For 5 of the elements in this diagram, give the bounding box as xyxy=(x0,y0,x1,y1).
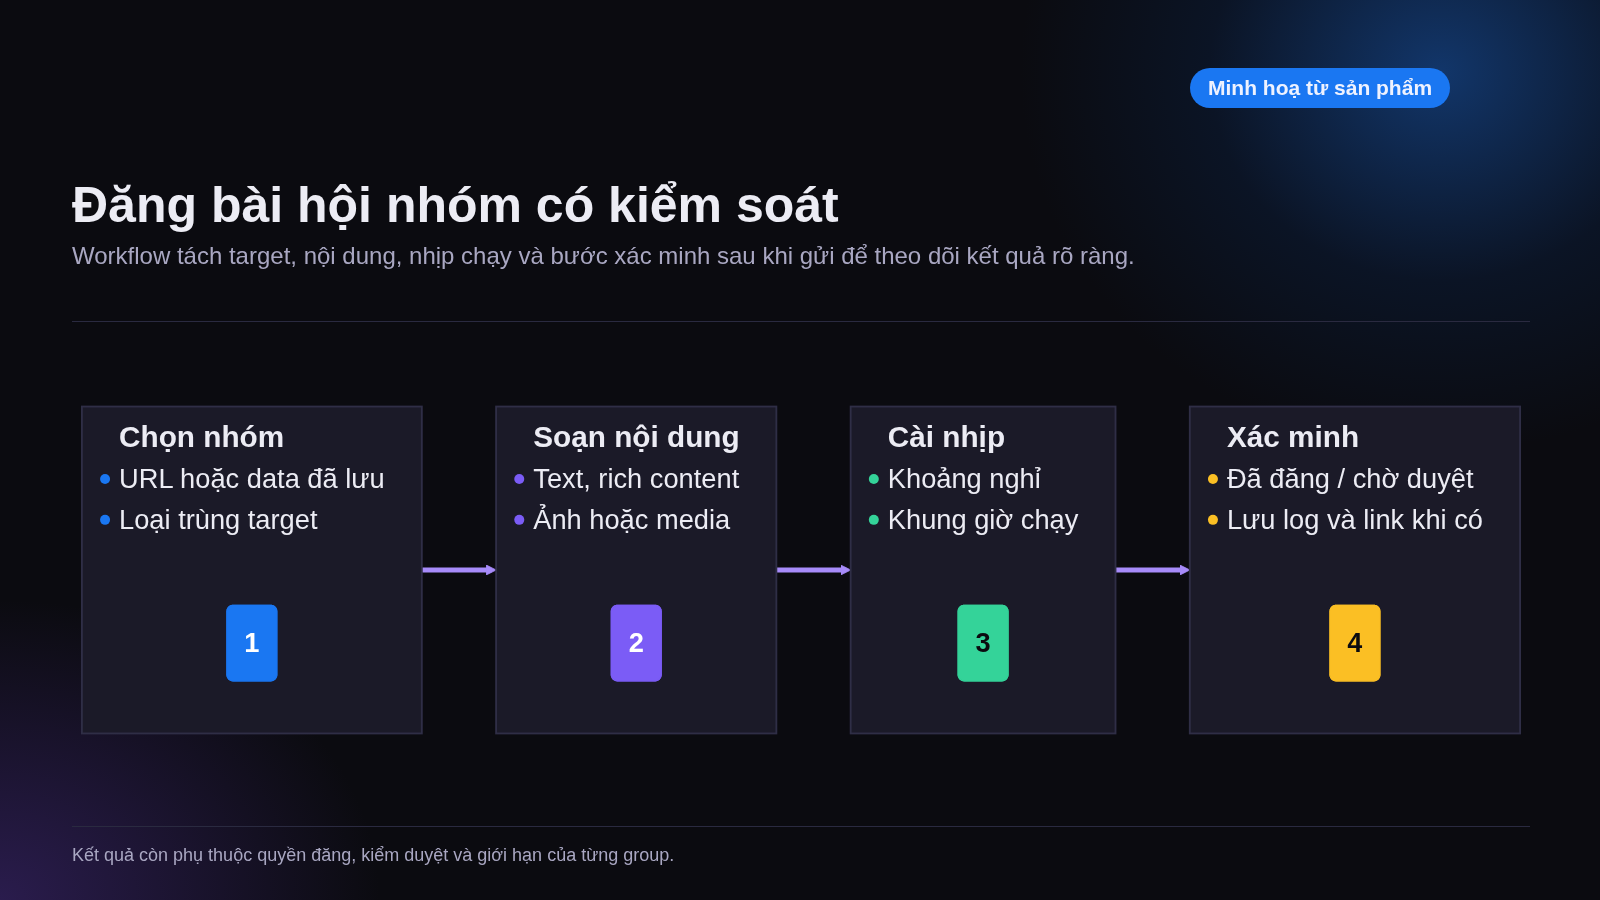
subtitle-text: Workflow tách target, nội dung, nhịp chạy và bước xác minh sau khi gửi để theo dõi kết quả rõ ràng. xyxy=(72,242,1135,270)
arrow xyxy=(421,564,497,576)
title: Đăng bài hội nhóm có kiểm soát xyxy=(72,176,839,234)
footnote-text: Kết quả còn phụ thuộc quyền đăng, kiểm duyệt và giới hạn của từng group. xyxy=(72,845,675,866)
product-tag: Minh hoạ từ sản phẩm xyxy=(1190,68,1451,108)
